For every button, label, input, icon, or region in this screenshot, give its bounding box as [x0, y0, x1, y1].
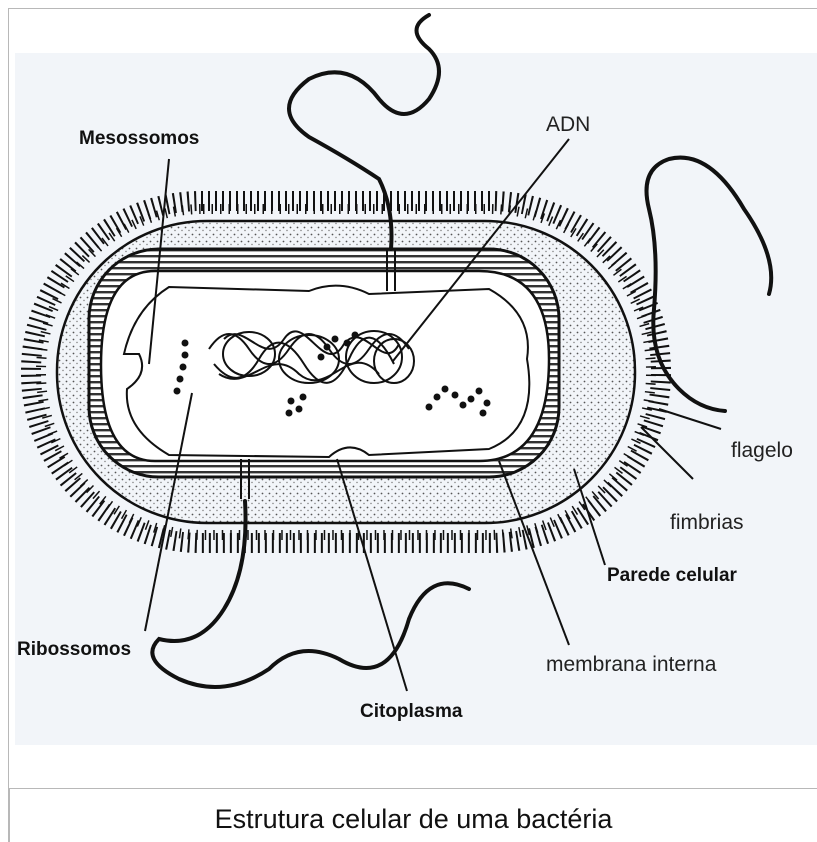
label-ribossomos: Ribossomos: [17, 639, 131, 660]
diagram-cell: Mesossomos ADN flagelo fimbrias Parede c…: [9, 9, 817, 787]
label-parede-celular: Parede celular: [607, 565, 738, 586]
label-flagelo: flagelo: [731, 439, 793, 462]
label-fimbrias: fimbrias: [670, 511, 744, 534]
caption-cell: Estrutura celular de uma bactéria: [9, 788, 817, 842]
bacteria-diagram: Mesossomos ADN flagelo fimbrias Parede c…: [9, 9, 817, 787]
figure-caption: Estrutura celular de uma bactéria: [10, 804, 817, 835]
label-adn: ADN: [546, 113, 590, 136]
label-membrana-interna: membrana interna: [546, 653, 717, 676]
cytoplasm: [101, 271, 549, 461]
label-mesossomos: Mesossomos: [79, 128, 199, 149]
label-citoplasma: Citoplasma: [360, 701, 463, 722]
